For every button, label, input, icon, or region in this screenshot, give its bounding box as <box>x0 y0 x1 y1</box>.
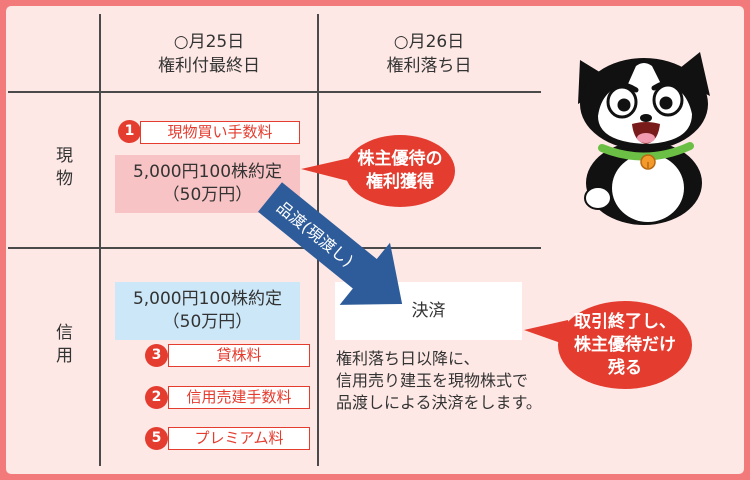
header-col-ex-rights-day: ○月26日 権利落ち日 <box>318 30 540 78</box>
bubble-rights-tail <box>301 157 356 183</box>
header-col-last-rights-day: ○月25日 権利付最終日 <box>100 30 318 78</box>
trade-value: （50万円） <box>162 312 253 332</box>
cat-brow-right <box>651 80 687 91</box>
fee-badge: 1 <box>118 120 141 143</box>
cat-tongue <box>637 133 655 143</box>
cat-mascot-icon <box>578 52 710 225</box>
trade-amount: 5,000円100株約定 <box>132 289 283 309</box>
header-label: 権利落ち日 <box>386 56 472 76</box>
bubble-line: 株主優待だけ <box>574 334 676 355</box>
cat-nose <box>640 114 652 122</box>
header-date: ○月26日 <box>393 32 465 52</box>
fee-badge: 3 <box>145 344 168 367</box>
fee-box-spot-purchase: 現物買い手数料 <box>140 121 300 144</box>
settlement-note: 権利落ち日以降に、 信用売り建玉を現物株式で 品渡しによる決済をします。 <box>336 348 542 414</box>
bubble-trade-result: 取引終了し、 株主優待だけ 残る <box>558 301 692 389</box>
bubble-rights-acquired: 株主優待の 権利獲得 <box>345 135 455 207</box>
settlement-label: 決済 <box>411 300 446 321</box>
fee-box-premium: プレミアム料 <box>168 427 310 450</box>
cat-belly <box>612 154 684 222</box>
cat-pupil-right <box>659 96 673 110</box>
cat-paw <box>584 186 612 210</box>
row-label-spot: 現物 <box>52 146 72 192</box>
note-line: 信用売り建玉を現物株式で <box>336 371 529 390</box>
bubble-line: 取引終了し、 <box>574 311 676 332</box>
row-label-margin: 信用 <box>52 323 72 369</box>
bubble-line: 権利獲得 <box>366 172 434 192</box>
grid-vline-left <box>99 14 101 466</box>
note-line: 権利落ち日以降に、 <box>336 349 480 368</box>
fee-box-stock-lending: 貸株料 <box>168 344 310 367</box>
header-date: ○月25日 <box>173 32 245 52</box>
bubble-line: 残る <box>608 357 642 378</box>
note-line: 品渡しによる決済をします。 <box>336 393 542 412</box>
fee-badge: 2 <box>145 386 168 409</box>
cat-face <box>598 63 692 144</box>
fee-box-margin-sell: 信用売建手数料 <box>168 386 310 409</box>
cat-pupil-left <box>617 98 631 112</box>
trade-amount: 5,000円100株約定 <box>132 162 283 182</box>
trade-value: （50万円） <box>162 185 253 205</box>
fee-badge: 5 <box>145 427 168 450</box>
header-label: 権利付最終日 <box>158 56 260 76</box>
cat-brow-left <box>603 82 639 93</box>
bubble-line: 株主優待の <box>357 149 443 169</box>
grid-hline-header <box>8 91 541 93</box>
